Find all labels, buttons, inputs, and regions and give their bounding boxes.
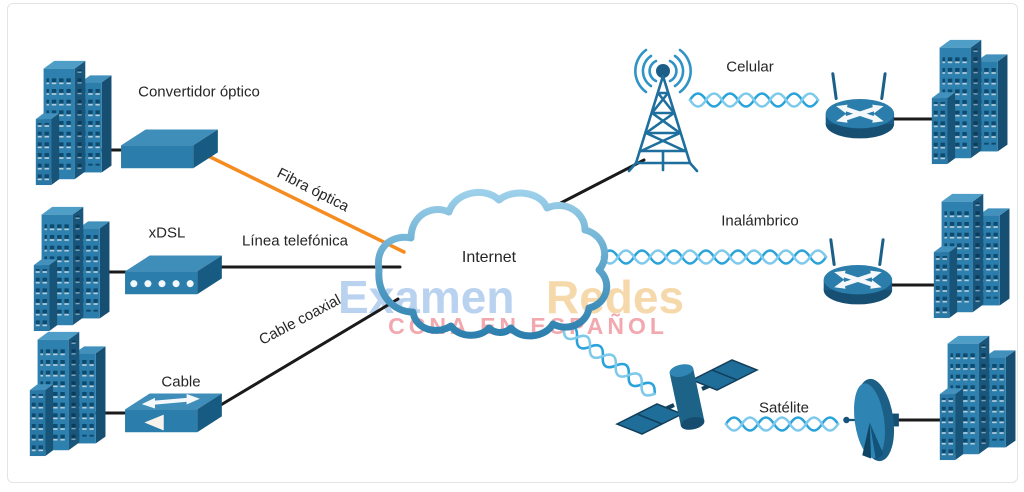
xdsl-modem-icon bbox=[125, 255, 222, 295]
label-xdsl: xDSL bbox=[148, 224, 186, 242]
internet-cloud bbox=[374, 188, 611, 340]
building-icon-mid-right bbox=[933, 193, 1010, 319]
satellite-dish-icon bbox=[843, 378, 899, 462]
building-icon-bottom-right bbox=[939, 335, 1016, 461]
label-cellular: Celular bbox=[726, 58, 774, 76]
satellite-icon bbox=[615, 359, 759, 435]
satellite-dish-wave-link bbox=[724, 416, 840, 432]
cloud-satellite-wave-link bbox=[562, 325, 656, 397]
label-satellite: Satélite bbox=[758, 399, 810, 417]
building-icon-top-right bbox=[931, 39, 1008, 165]
cloud-tower-link bbox=[551, 158, 646, 209]
label-internet: Internet bbox=[461, 249, 517, 266]
fiber-optic-link bbox=[194, 148, 406, 254]
cable-modem-icon bbox=[125, 393, 222, 433]
cell-tower-icon bbox=[627, 48, 699, 173]
wireless-wave-link bbox=[600, 249, 828, 265]
watermark-word1: Examen bbox=[338, 271, 514, 323]
coax-link bbox=[212, 297, 400, 411]
optical-converter-icon bbox=[121, 129, 218, 169]
internet-cloud-fill bbox=[378, 192, 607, 336]
watermark-word2: Redes bbox=[546, 271, 684, 323]
wireless-router-icon-mid bbox=[824, 240, 892, 305]
label-phone-line: Línea telefónica bbox=[242, 232, 348, 250]
building-icon-bottom-left bbox=[29, 331, 106, 457]
cellular-wave-link bbox=[688, 92, 820, 108]
wireless-router-icon-top bbox=[826, 74, 894, 139]
label-optical-converter: Convertidor óptico bbox=[138, 83, 260, 101]
building-icon-mid-left bbox=[33, 206, 110, 332]
label-cable: Cable bbox=[161, 373, 201, 391]
building-icon-top-left bbox=[35, 60, 112, 186]
label-wireless: Inalámbrico bbox=[721, 212, 799, 230]
